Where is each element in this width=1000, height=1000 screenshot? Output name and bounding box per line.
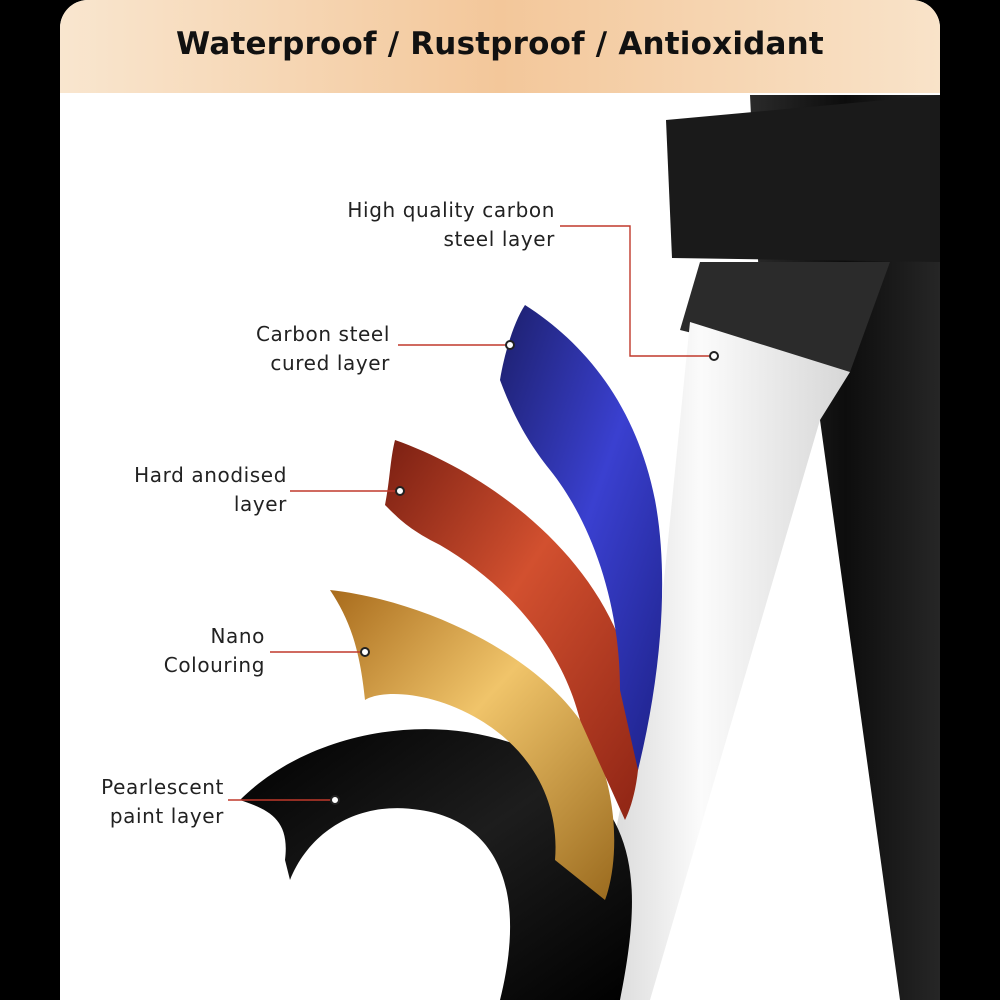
marker-dot-carbon-steel [709,351,719,361]
frame-white-tube [580,322,850,1000]
content-card: Waterproof / Rustproof / Antioxidant [60,0,940,1000]
layer-gold-ribbon [330,590,615,900]
frame-layers-illustration [228,95,940,1000]
header-title: Waterproof / Rustproof / Antioxidant [176,26,824,62]
header-banner: Waterproof / Rustproof / Antioxidant [60,0,940,93]
marker-dot-pearlescent [330,795,340,805]
frame-head-block-lower [680,262,890,372]
layer-blue-ribbon [500,305,663,770]
label-nano-colouring: Nano Colouring [163,624,265,677]
marker-dot-nano [360,647,370,657]
marker-dot-cured [505,340,515,350]
frame-head-block [666,95,940,262]
label-cured-layer: Carbon steel cured layer [255,322,390,375]
leader-line-carbon-steel [560,225,710,357]
layer-red-ribbon [385,440,640,820]
label-carbon-steel-layer: High quality carbon steel layer [347,198,555,251]
leader-lines [228,225,710,801]
marker-dot-anodised [395,486,405,496]
label-pearlescent-layer: Pearlescent paint layer [101,775,224,828]
marker-dots [330,340,719,805]
label-anodised-layer: Hard anodised layer [134,463,287,516]
